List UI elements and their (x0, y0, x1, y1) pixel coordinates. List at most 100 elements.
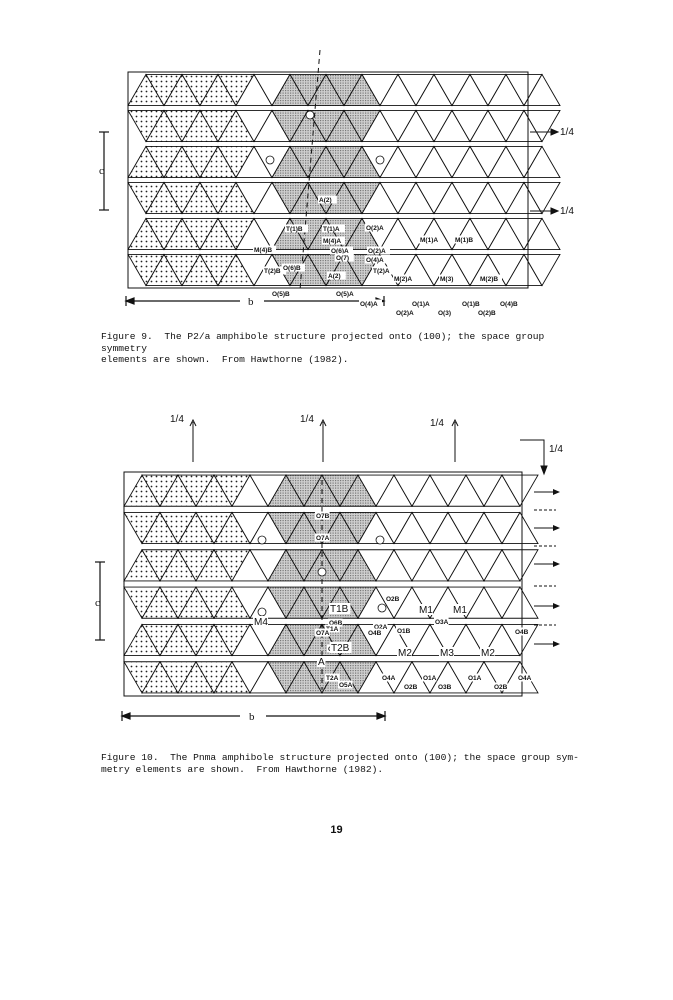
site-label: M(2)B (480, 276, 498, 283)
label-bg (419, 235, 442, 244)
label-bg (329, 603, 351, 614)
site-label: T(2)A (373, 268, 390, 275)
label-bg (403, 682, 418, 691)
site-label: O4B (515, 629, 529, 636)
label-bg (325, 673, 340, 682)
site-label: O(6)B (283, 265, 301, 272)
label-bg (437, 308, 456, 317)
label-bg (422, 673, 437, 682)
site-label: M4 (254, 617, 268, 628)
polyhedron (501, 623, 539, 657)
label-bg (338, 680, 353, 689)
site-label: O2B (386, 596, 400, 603)
label-bg (322, 224, 345, 233)
site-label: O(2)A (366, 225, 384, 232)
site-label: T(2)B (264, 268, 281, 275)
symmetry-center (377, 603, 387, 613)
site-label: A(2) (328, 273, 341, 280)
polyhedron (501, 511, 539, 545)
label-bg (480, 647, 495, 658)
label-bg (439, 647, 454, 658)
site-label: O1B (397, 628, 411, 635)
structure-frame (127, 71, 529, 289)
label-bg (315, 533, 330, 542)
site-label: T2A (326, 675, 339, 682)
site-label: O(3) (438, 310, 451, 317)
site-label: M1 (453, 605, 467, 616)
label-bg (315, 628, 330, 637)
label-bg (396, 626, 411, 635)
label-bg (514, 627, 529, 636)
site-label: M(3) (440, 276, 453, 283)
site-label: O2A (374, 624, 388, 631)
label-bg (461, 299, 484, 308)
symmetry-line (299, 49, 321, 291)
symmetry-center (257, 535, 267, 545)
site-label: O3B (438, 684, 452, 691)
symmetry-center (375, 535, 385, 545)
quarter-mark: 1/4 (300, 414, 314, 425)
label-bg (330, 642, 352, 653)
site-label: M(4)B (254, 247, 272, 254)
site-label: O(2)B (478, 310, 496, 317)
site-label: O(4)B (500, 301, 518, 308)
label-bg (365, 255, 388, 264)
mirror-arrow-head (553, 603, 560, 609)
label-bg (335, 253, 354, 262)
site-label: T1B (330, 604, 349, 615)
label-bg (328, 618, 343, 627)
page-number: 19 (330, 824, 343, 836)
site-label: T(1)B (286, 226, 303, 233)
site-label: O7A (316, 535, 330, 542)
quarter-mark: 1/4 (549, 444, 563, 455)
polyhedron (523, 181, 561, 215)
symmetry-center (265, 155, 275, 165)
label-bg (317, 656, 326, 667)
site-label: O7B (316, 513, 330, 520)
site-label: O5A (339, 682, 353, 689)
site-label: O2B (404, 684, 418, 691)
c-axis-bar (95, 561, 105, 641)
site-label: O(5)A (336, 291, 354, 298)
polyhedron (523, 253, 561, 287)
label-bg (318, 195, 337, 204)
site-label: M1 (419, 605, 433, 616)
label-bg (381, 673, 396, 682)
quarter-mark: 1/4 (560, 127, 574, 138)
label-bg (454, 235, 477, 244)
mirror-arrows (534, 489, 560, 647)
polyhedron (523, 109, 561, 143)
structure-frame (123, 471, 523, 697)
label-bg (315, 511, 330, 520)
polyhedron (523, 73, 561, 107)
label-bg (359, 299, 382, 308)
label-bg (367, 246, 390, 255)
site-label: O3A (435, 619, 449, 626)
label-bg (253, 245, 276, 254)
polyhedron (523, 217, 561, 251)
site-label: O4A (382, 675, 396, 682)
site-label: A(2) (319, 197, 332, 204)
label-bg (517, 673, 532, 682)
label-bg (365, 223, 388, 232)
label-bg (411, 299, 434, 308)
site-label: T1A (326, 626, 339, 633)
site-label: M3 (440, 648, 454, 659)
mirror-arrow-head (553, 561, 560, 567)
label-bg (385, 594, 400, 603)
c-axis-bar (99, 131, 109, 211)
site-label: O(7) (336, 255, 349, 262)
site-label: O4A (518, 675, 532, 682)
site-label: O1A (468, 675, 482, 682)
site-label: O(1)B (462, 301, 480, 308)
label-bg (479, 274, 502, 283)
mirror-arrow-head (553, 525, 560, 531)
site-label: O6B (329, 620, 343, 627)
polyhedron (501, 586, 539, 619)
figure-9-caption: Figure 9. The P2/a amphibole structure p… (101, 331, 545, 365)
label-bg (418, 604, 433, 615)
symmetry-center (375, 155, 385, 165)
quarter-mark: 1/4 (170, 414, 184, 425)
label-bg (253, 616, 268, 627)
